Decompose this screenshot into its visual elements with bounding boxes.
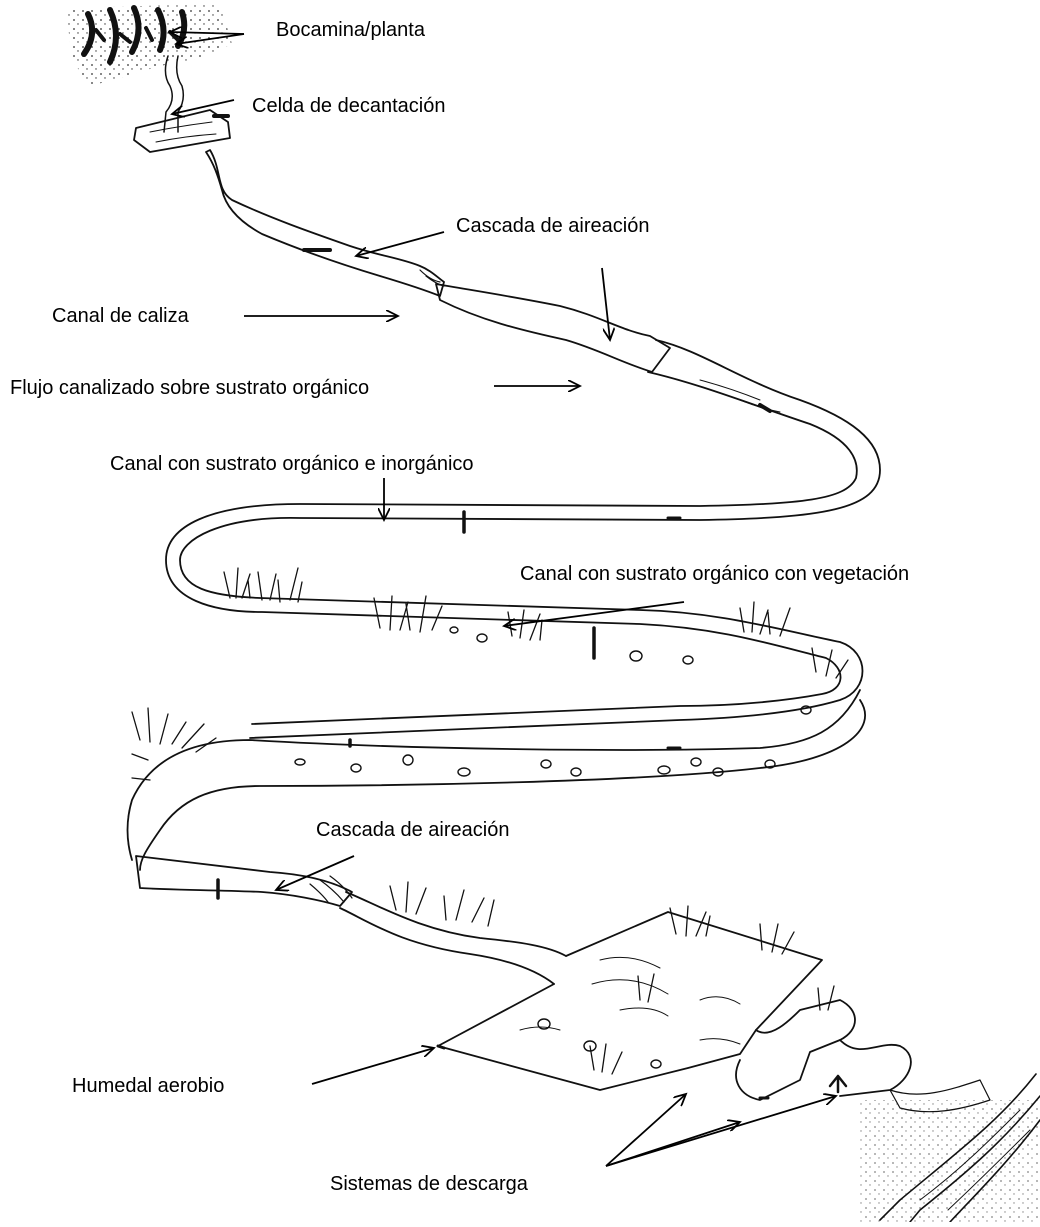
label-humedal: Humedal aerobio bbox=[72, 1048, 434, 1097]
pebble-markers bbox=[295, 627, 811, 776]
label-text-celda: Celda de decantación bbox=[252, 95, 445, 117]
label-text-flujo: Flujo canalizado sobre sustrato orgánico bbox=[10, 377, 369, 399]
label-text-canal-vegetacion: Canal con sustrato orgánico con vegetaci… bbox=[520, 563, 909, 585]
river-drawing bbox=[860, 1074, 1040, 1222]
label-text-humedal: Humedal aerobio bbox=[72, 1075, 224, 1097]
arrow-descarga-1 bbox=[606, 1094, 686, 1166]
label-text-canal-caliza: Canal de caliza bbox=[52, 305, 190, 327]
arrow-humedal bbox=[312, 1048, 434, 1084]
arrow-cascada-1 bbox=[356, 232, 444, 256]
aerobic-wetland-drawing bbox=[438, 912, 822, 1090]
wetland-inlet-channel-drawing bbox=[340, 892, 566, 984]
settling-cell-drawing bbox=[134, 110, 230, 152]
aeration-cascade-2-drawing bbox=[136, 856, 352, 906]
label-text-cascada-2: Cascada de aireación bbox=[316, 819, 509, 841]
arrow-descarga-3 bbox=[606, 1096, 836, 1166]
label-flujo: Flujo canalizado sobre sustrato orgánico bbox=[10, 377, 580, 399]
label-canal-caliza: Canal de caliza bbox=[52, 305, 398, 327]
organic-flow-channel-drawing bbox=[166, 340, 880, 738]
label-celda: Celda de decantación bbox=[172, 95, 445, 117]
label-cascada-2: Cascada de aireación bbox=[276, 819, 509, 890]
limestone-channel-drawing bbox=[206, 150, 670, 372]
mine-entrance-drawing bbox=[66, 4, 232, 132]
arrow-cascada-1b bbox=[602, 268, 610, 340]
label-text-descarga: Sistemas de descarga bbox=[330, 1173, 529, 1195]
label-text-bocamina: Bocamina/planta bbox=[276, 19, 426, 41]
label-canal-inorganico: Canal con sustrato orgánico e inorgánico bbox=[110, 453, 474, 520]
label-canal-vegetacion: Canal con sustrato orgánico con vegetaci… bbox=[504, 563, 909, 626]
lower-channel-drawing bbox=[128, 690, 866, 870]
label-text-cascada-1: Cascada de aireación bbox=[456, 215, 649, 237]
label-descarga: Sistemas de descarga bbox=[330, 1094, 836, 1195]
discharge-systems-drawing bbox=[736, 1000, 990, 1112]
label-text-canal-inorganico: Canal con sustrato orgánico e inorgánico bbox=[110, 453, 474, 475]
